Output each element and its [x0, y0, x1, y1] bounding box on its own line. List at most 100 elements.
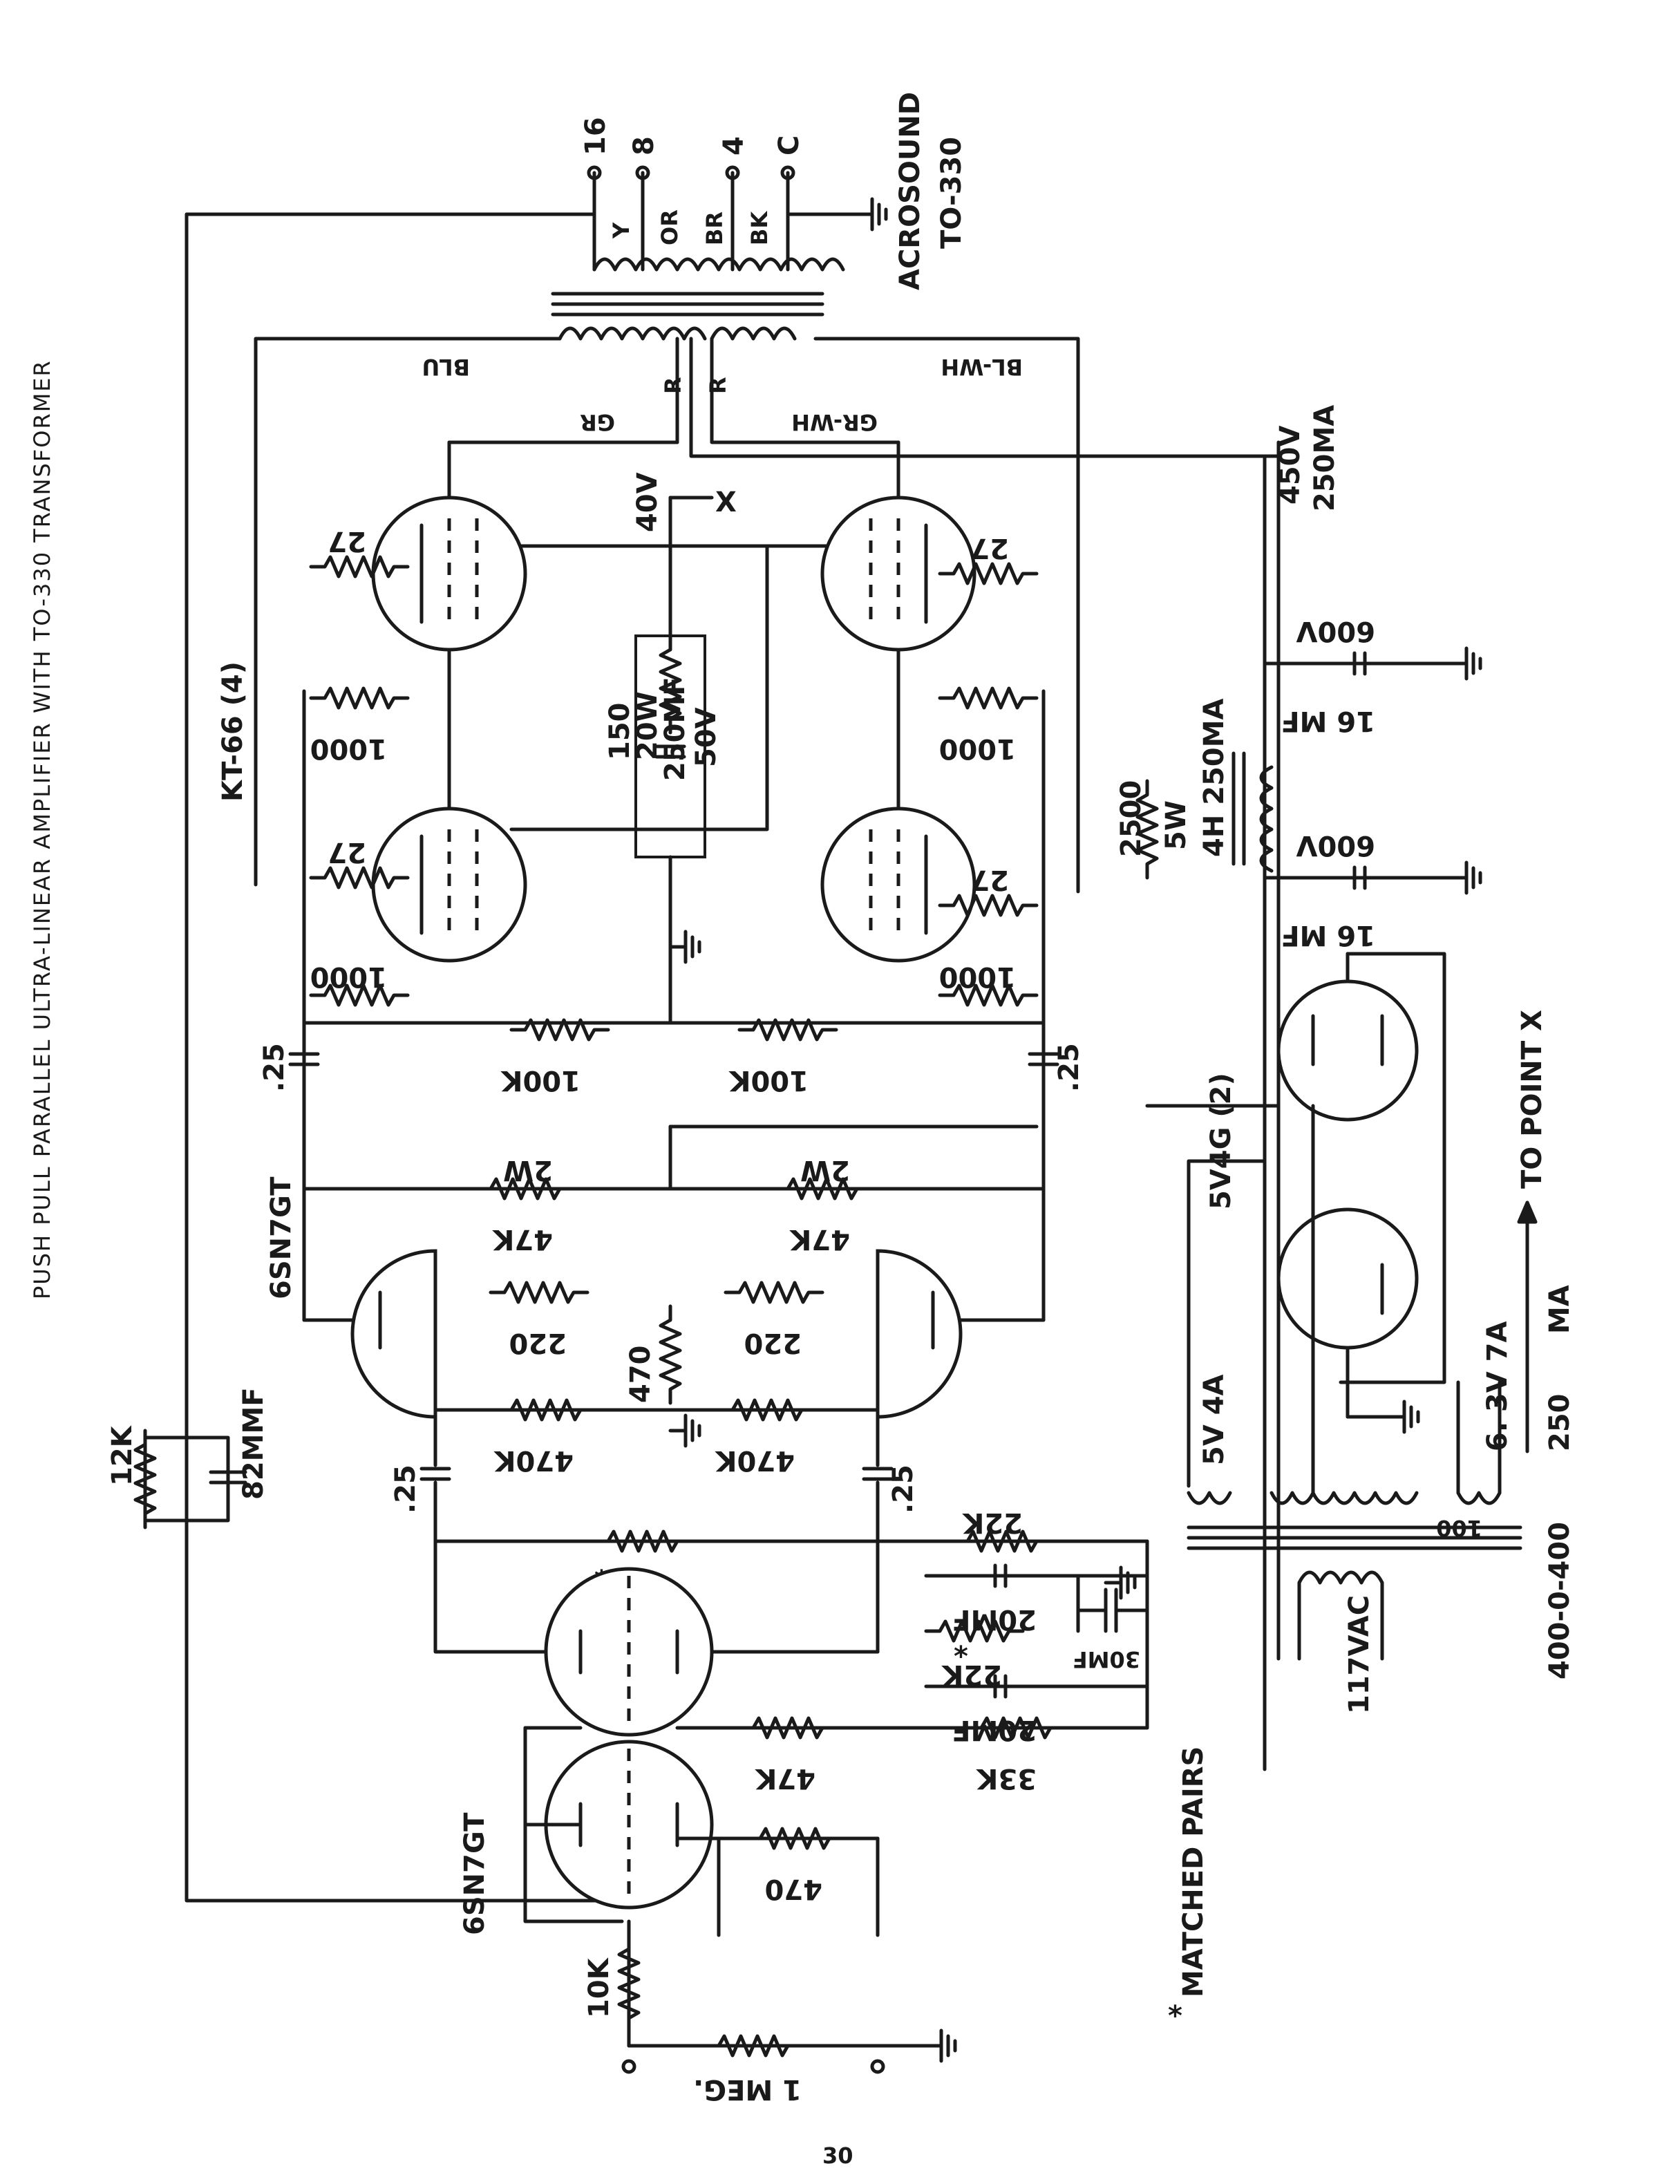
hv-current-label: 250 — [1544, 1394, 1576, 1452]
phase-load-1 — [594, 1532, 691, 1551]
decoupling-cap-2-value: 20MF — [952, 1714, 1037, 1746]
input-plate-value: 47K — [754, 1762, 815, 1794]
cathode-resistor-value: 150 — [604, 703, 636, 761]
mains-label: 117VAC — [1343, 1595, 1375, 1714]
hv-current-unit: MA — [1544, 1285, 1576, 1334]
driver-grid-2-value: 470K — [715, 1444, 795, 1476]
wire-gr-wh: GR-WH — [791, 409, 878, 435]
plate-load-2-watt: 2W — [800, 1154, 850, 1186]
driver-tube-label: 6SN7GT — [265, 1176, 297, 1299]
heater-winding — [1456, 1491, 1502, 1505]
plate-load-1-watt: 2W — [503, 1154, 553, 1186]
filter-cap-1-volt: 600V — [1296, 615, 1375, 647]
tap-4: 4 — [718, 136, 750, 156]
grid-resistor-1 — [311, 688, 408, 708]
transformer-model: TO-330 — [936, 137, 968, 249]
input-grid-resistor — [705, 2036, 802, 2055]
wire-bk: BK — [746, 211, 773, 245]
rectifier-label: 5V4G (2) — [1205, 1073, 1237, 1209]
primary-winding-right — [710, 326, 797, 341]
heater-label: 6. 3V 7A — [1482, 1321, 1513, 1452]
grid-leak-1-value: 100K — [500, 1064, 581, 1096]
driver-tail — [661, 1306, 680, 1403]
rect-heater-label: 5V 4A — [1198, 1374, 1230, 1465]
primary-winding — [1297, 1570, 1384, 1585]
input-dropping-value: 33K — [975, 1762, 1037, 1794]
grid-stopper-3-value: 27 — [970, 532, 1009, 564]
wire-gr: GR — [580, 409, 615, 435]
secondary-winding — [592, 257, 845, 272]
driver-cathode-2 — [726, 1283, 822, 1302]
input-tube-label: 6SN7GT — [459, 1812, 491, 1935]
supply-cap-value: 30MF — [1073, 1646, 1140, 1673]
filter-cap-1-value: 16 MF — [1281, 705, 1375, 737]
page-number: 30 — [822, 2143, 853, 2169]
driver-cathode-2-value: 220 — [744, 1327, 802, 1359]
filter-choke — [1231, 751, 1274, 873]
feedback-resistor — [135, 1431, 155, 1527]
filter-cap-2 — [1352, 865, 1367, 890]
input-cap-2-value: .25 — [887, 1465, 919, 1514]
coupling-cap-1-value: .25 — [258, 1043, 290, 1092]
grid-stopper-4-value: 27 — [970, 864, 1009, 896]
output-current: 250MA — [1309, 405, 1341, 511]
grid-resistor-3-value: 1000 — [939, 733, 1016, 764]
rectifier-heater-winding — [1187, 1491, 1232, 1505]
phase-load-3-value: 22K — [941, 1659, 1002, 1691]
primary-winding-left — [558, 326, 707, 341]
bias-voltage: 40V — [632, 472, 663, 532]
input-terminal-ground[interactable] — [870, 2059, 885, 2074]
coupling-caps — [288, 1021, 1059, 1066]
transformer-brand: ACROSOUND — [894, 92, 926, 290]
driver-cathode-1 — [491, 1283, 587, 1302]
power-transformer — [1187, 1380, 1522, 1661]
driver-cathode-1-value: 220 — [509, 1327, 567, 1359]
input-plate-resistor — [739, 1718, 836, 1738]
bias-point-x: X — [715, 487, 737, 518]
output-transformer — [185, 165, 886, 1903]
input-tube — [544, 1740, 714, 1910]
rectifier-tube-1 — [1276, 979, 1419, 1122]
wire-bl-wh: BL-WH — [941, 354, 1023, 380]
grid-resistor-1-value: 1000 — [310, 733, 387, 764]
rectifier-wiring — [1187, 952, 1446, 1495]
input-cathode-resistor — [746, 1829, 843, 1848]
feedback-network — [143, 1435, 247, 1523]
tap-8: 8 — [628, 136, 660, 156]
filter-cap-2-volt: 600V — [1296, 829, 1375, 861]
input-terminal-hot[interactable] — [621, 2059, 636, 2074]
output-tube-label: KT-66 (4) — [217, 661, 249, 802]
hv-winding — [1270, 1491, 1419, 1505]
kt66-tube-2 — [371, 807, 527, 963]
grid-leak-2-value: 100K — [728, 1064, 809, 1096]
matched-mark-2: * — [954, 1641, 968, 1673]
schematic-title: PUSH PULL PARALLEL ULTRA-LINEAR AMPLIFIE… — [29, 359, 55, 1299]
tap-c: C — [773, 135, 805, 156]
bleeder-watt: 5W — [1160, 800, 1192, 850]
grid-resistor-3 — [940, 688, 1037, 708]
point-x-arrow — [1517, 1201, 1538, 1453]
footnote-text: MATCHED PAIRS — [1178, 1747, 1209, 1997]
wire-r1: R — [660, 377, 686, 394]
coupling-cap-2-value: .25 — [1053, 1043, 1085, 1092]
to-point-x-label: TO POINT X — [1516, 1010, 1548, 1189]
output-voltage: 450V — [1274, 426, 1306, 505]
input-series-value: 10K — [583, 1957, 615, 2018]
hv-winding-label: 400-0-400 — [1544, 1522, 1576, 1679]
wire-or: OR — [657, 209, 683, 245]
wire-r2: R — [705, 377, 731, 394]
phase-load-2-value: 22K — [961, 1507, 1023, 1538]
input-cap-1-value: .25 — [390, 1465, 422, 1514]
kt66-tube-3 — [820, 496, 976, 652]
input-series-resistor — [619, 1935, 639, 2032]
kt66-tube-4 — [820, 807, 976, 963]
footnote-mark: * — [1168, 2000, 1182, 2032]
feedback-resistor-value: 12K — [106, 1424, 138, 1486]
decoupling-network — [924, 1563, 1149, 1699]
driver-grid-1 — [498, 1400, 594, 1420]
cathode-cap-volt: 50V — [690, 707, 722, 767]
hum-pot-value: 100 — [1436, 1515, 1482, 1541]
grid-stopper-1-value: 27 — [328, 525, 366, 557]
